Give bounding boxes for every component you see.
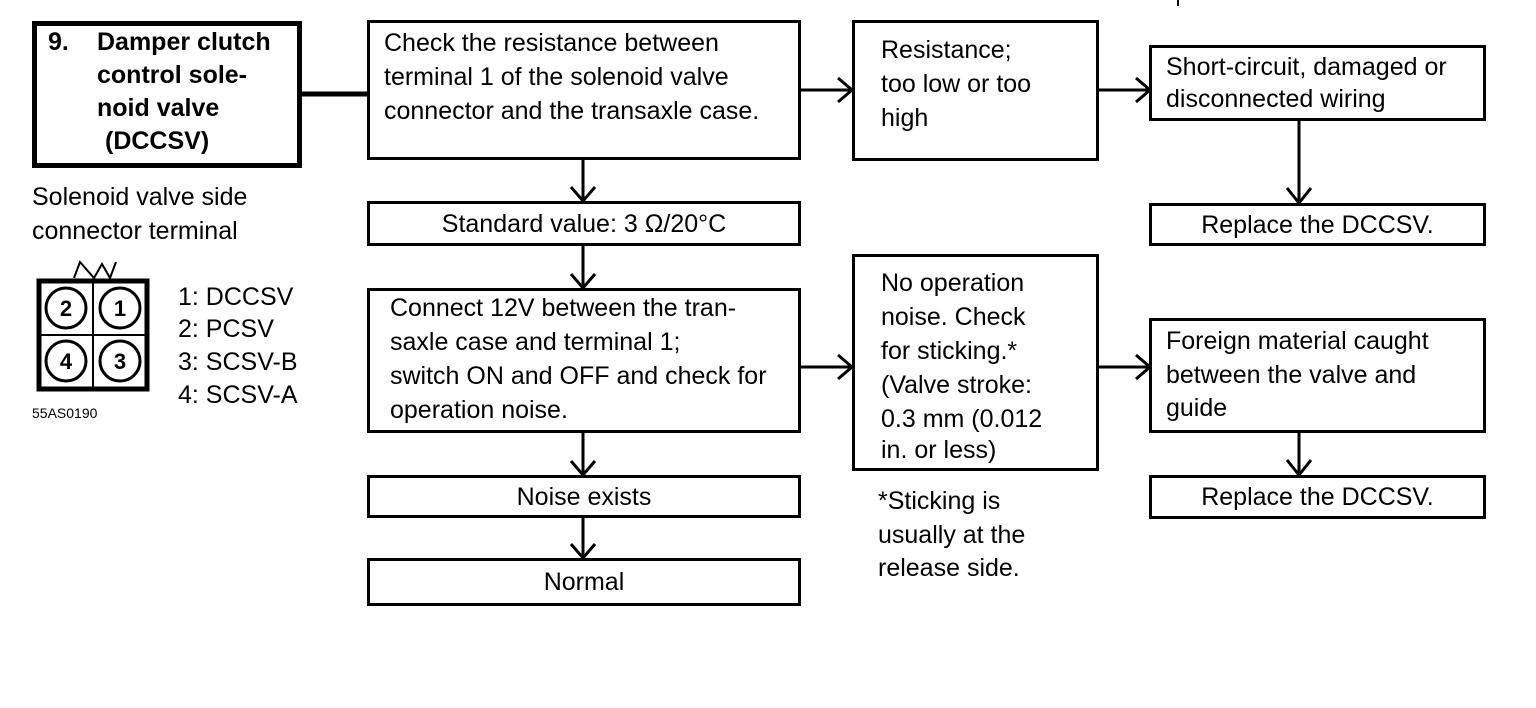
connector-caption: connector terminal: [32, 217, 238, 245]
sticking-note: release side.: [878, 554, 1020, 582]
box-line: Foreign material caught: [1166, 327, 1429, 355]
check-resistance-box: Check the resistance between terminal 1 …: [367, 20, 801, 160]
connector-latch-icon: [73, 260, 117, 281]
standard-value-text: Standard value: 3 Ω/20°C: [441, 210, 727, 238]
box-line: between the valve and: [1166, 361, 1417, 389]
figure-code: 55AS0190: [32, 405, 98, 421]
pin-circle: [44, 339, 88, 383]
box-line: Check the resistance between: [384, 29, 719, 57]
noise-exists-box: Noise exists: [367, 475, 801, 518]
box-line: (Valve stroke:: [881, 371, 1032, 399]
box-line: noise. Check: [881, 303, 1026, 331]
replace-dccsv-box-1: Replace the DCCSV.: [1149, 203, 1486, 246]
connector-legend-item: 4: SCSV-A: [178, 381, 298, 409]
title-line: (DCCSV): [105, 127, 210, 155]
box-line: too low or too: [881, 70, 1032, 98]
sticking-note: usually at the: [878, 521, 1026, 549]
box-line: high: [881, 104, 929, 132]
box-line: terminal 1 of the solenoid valve: [384, 63, 729, 91]
pin-circle: [98, 286, 142, 330]
pin-circle: [98, 339, 142, 383]
pin-label: 3: [114, 349, 126, 374]
title-box: 9. Damper clutch control sole- noid valv…: [32, 21, 302, 168]
box-line: in. or less): [881, 436, 997, 464]
replace-text: Replace the DCCSV.: [1201, 211, 1434, 239]
pin-circle: [44, 286, 88, 330]
title-line: noid valve: [97, 94, 220, 122]
connector-caption: Solenoid valve side: [32, 183, 248, 211]
sticking-note: *Sticking is: [878, 487, 1001, 515]
connect-12v-box: Connect 12V between the tran- saxle case…: [367, 288, 801, 433]
pin-label: 4: [60, 349, 73, 374]
box-line: switch ON and OFF and check for: [390, 362, 767, 390]
normal-box: Normal: [367, 558, 801, 606]
box-line: guide: [1166, 394, 1228, 422]
pin-label: 2: [60, 296, 72, 321]
replace-dccsv-box-2: Replace the DCCSV.: [1149, 475, 1486, 519]
connector-legend-item: 2: PCSV: [178, 315, 274, 343]
noise-exists-text: Noise exists: [516, 483, 652, 511]
box-line: for sticking.*: [881, 337, 1018, 365]
box-line: Resistance;: [881, 36, 1012, 64]
connector-legend-item: 1: DCCSV: [178, 283, 294, 311]
box-line: 0.3 mm (0.012: [881, 405, 1043, 433]
wiring-box: Short-circuit, damaged or disconnected w…: [1149, 45, 1486, 121]
resistance-bad-box: Resistance; too low or too high: [852, 20, 1099, 161]
title-number: 9.: [48, 28, 69, 56]
title-line: Damper clutch: [97, 28, 271, 56]
no-noise-box: No operation noise. Check for sticking.*…: [852, 254, 1099, 471]
box-line: No operation: [881, 269, 1025, 297]
connector-legend-item: 3: SCSV-B: [178, 348, 298, 376]
replace-text: Replace the DCCSV.: [1201, 483, 1434, 511]
foreign-material-box: Foreign material caught between the valv…: [1149, 318, 1486, 433]
connector-diagram: [36, 260, 150, 392]
title-line: control sole-: [97, 61, 248, 89]
standard-value-box: Standard value: 3 Ω/20°C: [367, 201, 801, 246]
pin-label: 1: [114, 296, 126, 321]
box-line: Connect 12V between the tran-: [390, 294, 737, 322]
box-line: disconnected wiring: [1166, 85, 1386, 113]
box-line: connector and the transaxle case.: [384, 97, 760, 125]
box-line: Short-circuit, damaged or: [1166, 53, 1447, 81]
box-line: saxle case and terminal 1;: [390, 328, 681, 356]
box-line: operation noise.: [390, 396, 568, 424]
normal-text: Normal: [543, 568, 625, 596]
